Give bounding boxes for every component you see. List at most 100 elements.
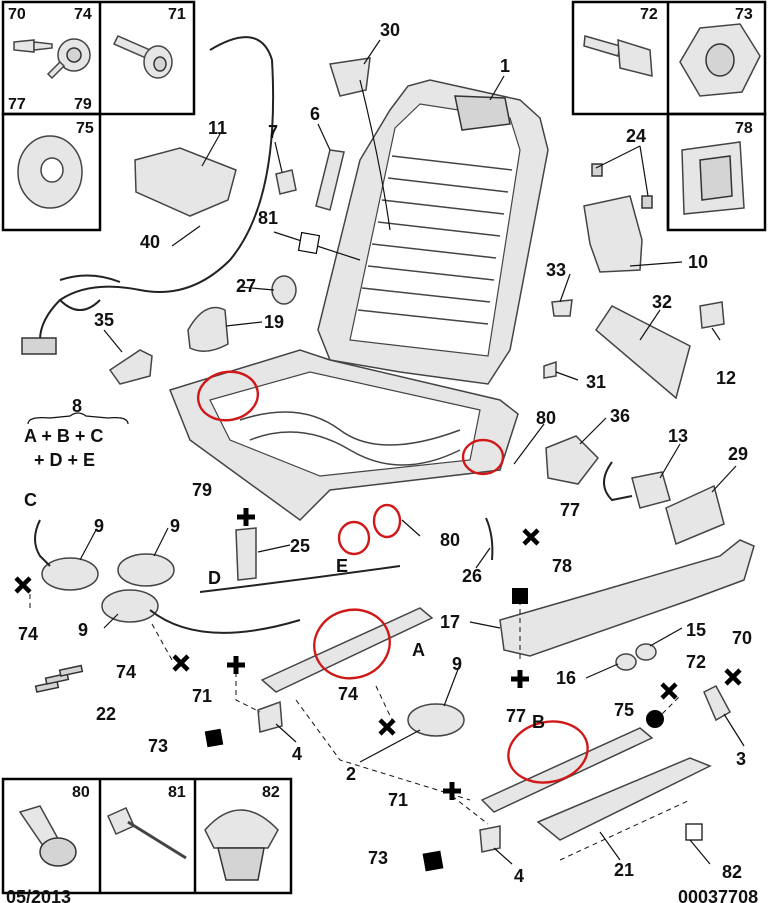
blind-rivet-icon — [107, 807, 187, 860]
label-40: 40 — [140, 232, 160, 252]
label-1: 1 — [500, 56, 510, 76]
label-27: 27 — [236, 276, 256, 296]
label-10: 10 — [688, 252, 708, 272]
box-label-77: 77 — [8, 96, 26, 113]
connector-13 — [631, 471, 671, 509]
label-80-lower: 80 — [440, 530, 460, 550]
empty-square-81 — [297, 231, 321, 255]
label-6: 6 — [310, 104, 320, 124]
label-21: 21 — [614, 860, 634, 880]
dot-symbol-75 — [646, 710, 664, 728]
box-label-73: 73 — [735, 6, 753, 23]
label-B: B — [532, 712, 545, 732]
label-4-upper: 4 — [292, 744, 302, 764]
label-73-lower: 73 — [368, 848, 388, 868]
lever-3 — [703, 685, 732, 722]
label-74-b: 74 — [116, 662, 136, 682]
bracket-35 — [108, 349, 153, 385]
box-label-81: 81 — [168, 784, 186, 801]
box-label-80: 80 — [72, 784, 90, 801]
label-D: D — [208, 568, 221, 588]
label-26: 26 — [462, 566, 482, 586]
label-77-lower: 77 — [506, 706, 526, 726]
label-13: 13 — [668, 426, 688, 446]
empty-square-82 — [685, 823, 703, 841]
label-79: 79 — [192, 480, 212, 500]
formula-line-1: A + B + C — [24, 426, 103, 446]
label-22: 22 — [96, 704, 116, 724]
clip-24b — [641, 195, 653, 209]
label-4-lower: 4 — [514, 866, 524, 886]
bracket-4-upper — [257, 700, 283, 733]
dashed-lines — [29, 594, 691, 861]
box-label-75: 75 — [76, 120, 94, 137]
label-30: 30 — [380, 20, 400, 40]
harness-connector-icon — [21, 337, 57, 355]
rail-cover-21 — [536, 757, 712, 841]
label-9-c: 9 — [78, 620, 88, 640]
label-9-a: 9 — [94, 516, 104, 536]
motor-9-lower — [101, 589, 159, 623]
label-74-c: 74 — [338, 684, 358, 704]
cable-e — [199, 565, 401, 593]
label-80-upper: 80 — [536, 408, 556, 428]
washer-icon — [17, 135, 83, 209]
motor-9-upper-right — [117, 553, 175, 587]
label-17: 17 — [440, 612, 460, 632]
bracket-25 — [235, 527, 257, 581]
box-label-79: 79 — [74, 96, 92, 113]
label-19: 19 — [264, 312, 284, 332]
label-11: 11 — [208, 118, 227, 138]
cable-part-30 — [329, 57, 371, 97]
label-77-upper: 77 — [560, 500, 580, 520]
panel-32 — [595, 305, 691, 400]
label-29: 29 — [728, 444, 748, 464]
recline-lever — [315, 149, 345, 211]
label-73-upper: 73 — [148, 736, 168, 756]
label-3: 3 — [736, 749, 746, 769]
cable-c — [34, 519, 51, 567]
cable-d — [149, 609, 301, 634]
connector-12 — [699, 301, 725, 329]
plus-symbols — [227, 508, 529, 800]
bracket-33 — [551, 299, 573, 317]
part-labels: 1 2 3 4 4 6 7 8 9 9 9 9 10 11 12 13 15 1… — [18, 20, 752, 886]
label-15: 15 — [686, 620, 706, 640]
knob-7 — [275, 169, 297, 195]
motor-36 — [545, 435, 599, 485]
fastener-box-top-right: 72 73 78 — [571, 0, 767, 232]
knob-15 — [635, 643, 657, 661]
cross-symbols — [14, 528, 742, 736]
label-16: 16 — [556, 668, 576, 688]
side-trim-17 — [499, 539, 755, 657]
flange-bolt-icon — [46, 38, 91, 80]
box-label-78: 78 — [735, 120, 753, 137]
box-label-71: 71 — [168, 6, 186, 23]
label-8: 8 — [72, 396, 82, 416]
label-32: 32 — [652, 292, 672, 312]
control-module — [134, 147, 237, 217]
threaded-stud-icon — [18, 805, 77, 867]
square-symbols — [204, 588, 528, 872]
box-label-70: 70 — [8, 6, 26, 23]
motor-9-upper-left — [41, 557, 99, 591]
box-label-74: 74 — [74, 6, 92, 23]
label-35: 35 — [94, 310, 114, 330]
label-78: 78 — [552, 556, 572, 576]
label-9-d: 9 — [452, 654, 462, 674]
leader-lines — [79, 39, 745, 865]
pins-22 — [34, 664, 84, 693]
clip-nut-icon — [681, 141, 745, 215]
label-E: E — [336, 556, 348, 576]
label-74-a: 74 — [18, 624, 38, 644]
label-70: 70 — [732, 628, 752, 648]
seat-back-frame — [317, 79, 549, 385]
clip-24a — [591, 163, 603, 177]
label-36: 36 — [610, 406, 630, 426]
label-24: 24 — [626, 126, 646, 146]
label-31: 31 — [586, 372, 606, 392]
label-82: 82 — [722, 862, 742, 882]
motor-9-rail — [407, 703, 465, 737]
box-label-72: 72 — [640, 6, 658, 23]
